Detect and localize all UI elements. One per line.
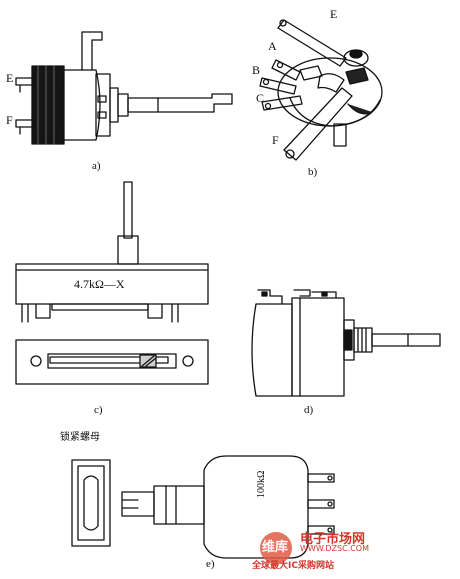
- figure-b-potentiometer-rear: [259, 19, 383, 161]
- caption-e: e): [206, 558, 215, 570]
- caption-a: a): [92, 160, 101, 172]
- figure-c-slide-potentiometer: [15, 181, 209, 385]
- pin-label-a-b: A: [268, 39, 277, 53]
- watermark-slogan: 全球最大IC采购网站: [252, 561, 334, 571]
- figure-e-potentiometer-with-lock-nut: [71, 455, 335, 559]
- figure-a-potentiometer-side: [15, 31, 233, 145]
- watermark-brand: 维库: [262, 540, 289, 555]
- pin-label-f-a: F: [6, 113, 13, 127]
- lock-nut-label: 锁紧螺母: [60, 432, 100, 443]
- caption-d: d): [304, 404, 314, 416]
- pin-label-f-b: F: [272, 133, 279, 147]
- watermark-title: 电子市场网: [300, 532, 366, 547]
- caption-b: b): [308, 166, 318, 178]
- pin-label-e-b: E: [330, 7, 338, 21]
- caption-c: c): [94, 404, 103, 416]
- value-marking-c: 4.7kΩ—X: [74, 277, 125, 291]
- pin-label-b-b: B: [252, 63, 261, 77]
- pin-label-c-b: C: [256, 91, 265, 105]
- watermark-logo: [260, 532, 292, 564]
- watermark-url: WWW.DZSC.COM: [300, 544, 369, 553]
- figure-d-dual-potentiometer: [251, 289, 441, 397]
- value-marking-e: 100kΩ: [256, 470, 267, 498]
- pin-label-e-a: E: [6, 71, 14, 85]
